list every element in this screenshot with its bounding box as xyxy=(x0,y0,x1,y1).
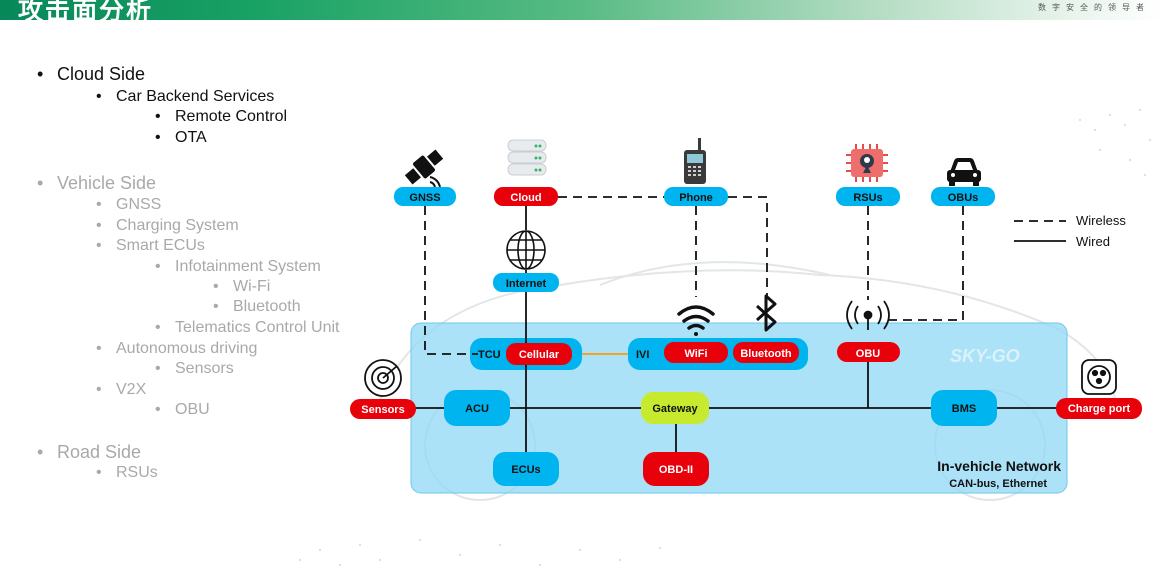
outline-charging-system: Charging System xyxy=(96,217,239,235)
node-cellular: Cellular xyxy=(506,343,572,365)
outline-v2x: V2X xyxy=(96,381,146,399)
node-gateway-label: Gateway xyxy=(652,403,698,415)
outline-telematics: Telematics Control Unit xyxy=(155,319,339,337)
node-charge-port-label: Charge port xyxy=(1068,403,1131,415)
outline-remote-control: Remote Control xyxy=(155,108,287,126)
node-wifi-label: WiFi xyxy=(684,348,707,360)
outline-rsus: RSUs xyxy=(96,464,158,482)
node-phone: Phone xyxy=(664,187,728,206)
node-obd-label: OBD-II xyxy=(659,464,693,476)
phone-icon xyxy=(684,138,706,184)
node-obu: OBU xyxy=(837,342,900,362)
node-obd: OBD-II xyxy=(643,452,709,486)
node-acu-label: ACU xyxy=(465,403,489,415)
node-cloud: Cloud xyxy=(494,187,558,206)
satellite-icon xyxy=(404,149,444,188)
outline-sensors: Sensors xyxy=(155,360,234,378)
outline-bluetooth: Bluetooth xyxy=(213,298,300,316)
node-gnss-label: GNSS xyxy=(409,192,440,204)
charge-port-icon xyxy=(1081,359,1117,395)
legend: Wireless Wired xyxy=(1014,213,1126,249)
network-subtitle: CAN-bus, Ethernet xyxy=(949,478,1047,490)
node-phone-label: Phone xyxy=(679,192,713,204)
wireless-links xyxy=(424,196,964,355)
legend-wired-label: Wired xyxy=(1076,234,1110,249)
outline-cloud-side: Cloud Side xyxy=(37,64,145,85)
server-icon xyxy=(507,139,547,176)
node-obus-label: OBUs xyxy=(948,192,979,204)
header-slogan: 数字安全的领导者 xyxy=(1038,3,1150,12)
header-bar xyxy=(0,0,1162,20)
radar-icon xyxy=(364,359,402,397)
car-icon xyxy=(947,158,981,186)
legend-wireless-label: Wireless xyxy=(1076,213,1126,228)
antenna-icon xyxy=(846,300,890,330)
node-bluetooth-label: Bluetooth xyxy=(740,348,792,360)
node-charge-port: Charge port xyxy=(1056,398,1142,419)
node-ecus: ECUs xyxy=(493,452,559,486)
node-bluetooth: Bluetooth xyxy=(733,342,799,363)
node-gateway: Gateway xyxy=(641,392,709,424)
node-acu: ACU xyxy=(444,390,510,426)
outline-vehicle-side: Vehicle Side xyxy=(37,173,156,194)
node-cloud-label: Cloud xyxy=(510,192,541,204)
bluetooth-icon xyxy=(756,294,777,332)
node-sensors-label: Sensors xyxy=(361,404,404,416)
node-obus: OBUs xyxy=(931,187,995,206)
node-gnss: GNSS xyxy=(394,187,456,206)
wifi-icon xyxy=(677,305,715,336)
outline-autonomous: Autonomous driving xyxy=(96,340,257,358)
node-rsus-label: RSUs xyxy=(853,192,882,204)
dot-wave-decoration xyxy=(298,108,1152,567)
chip-icon xyxy=(846,144,888,182)
node-ecus-label: ECUs xyxy=(511,464,540,476)
node-internet: Internet xyxy=(493,273,559,292)
watermark: SKY-GO xyxy=(950,346,1020,366)
node-tcu-label: TCU xyxy=(478,349,501,361)
node-cellular-label: Cellular xyxy=(519,349,560,361)
node-sensors: Sensors xyxy=(350,399,416,419)
node-rsus: RSUs xyxy=(836,187,900,206)
node-bms-label: BMS xyxy=(952,403,976,415)
outline-gnss: GNSS xyxy=(96,196,161,214)
node-bms: BMS xyxy=(931,390,997,426)
outline-car-backend: Car Backend Services xyxy=(96,88,274,106)
globe-icon xyxy=(506,230,546,270)
page-title: 攻击面分析 xyxy=(18,0,154,25)
outline-wifi: Wi-Fi xyxy=(213,278,270,296)
node-obu-label: OBU xyxy=(856,348,881,360)
node-internet-label: Internet xyxy=(506,278,547,290)
outline-list: Cloud Side Car Backend Services Remote C… xyxy=(0,0,380,520)
node-wifi: WiFi xyxy=(664,342,728,363)
outline-smart-ecus: Smart ECUs xyxy=(96,237,205,255)
outline-infotainment: Infotainment System xyxy=(155,258,321,276)
outline-ota: OTA xyxy=(155,129,207,147)
node-ivi-label: IVI xyxy=(636,349,649,361)
outline-obu: OBU xyxy=(155,401,209,419)
network-title: In-vehicle Network xyxy=(937,458,1061,474)
outline-road-side: Road Side xyxy=(37,442,141,463)
